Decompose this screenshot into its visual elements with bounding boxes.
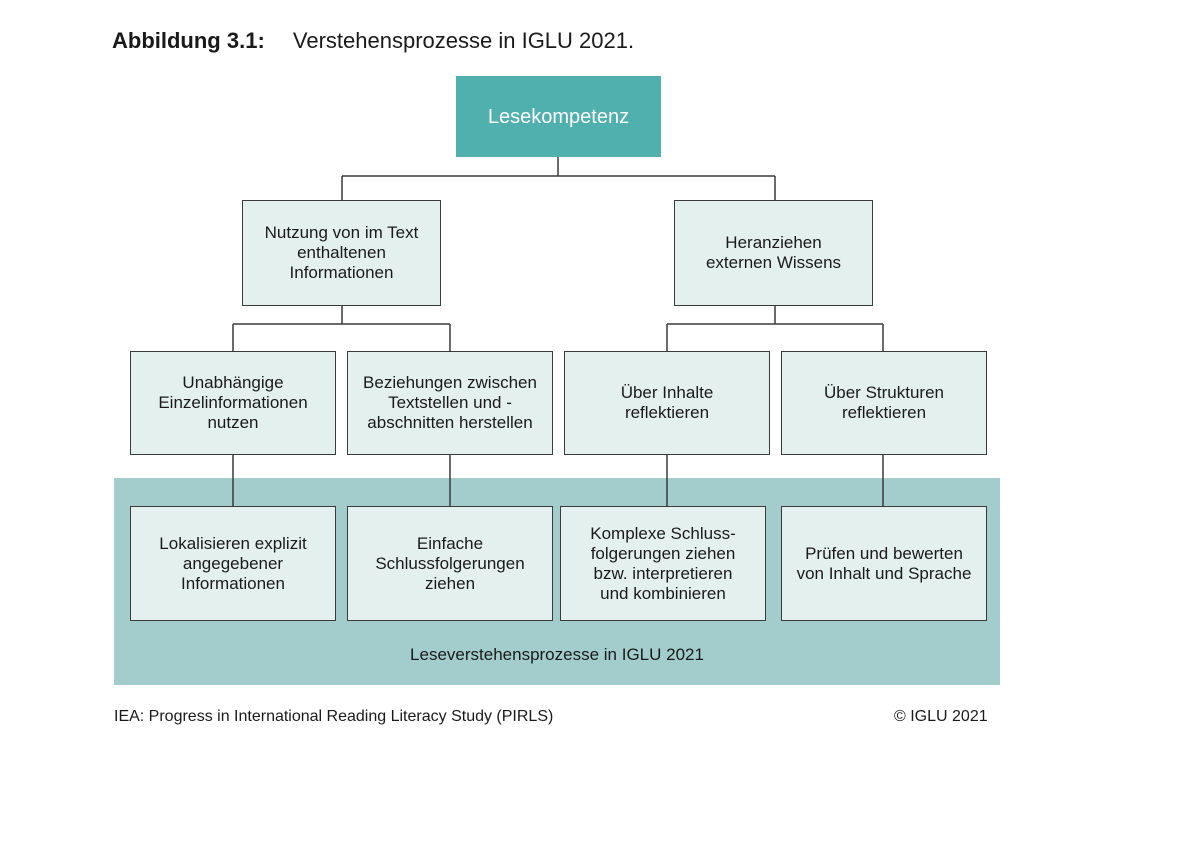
node-label: Beziehungen zwischen Textstellen und -ab… [363, 373, 537, 432]
figure-caption: Verstehensprozesse in IGLU 2021. [292, 28, 635, 53]
connector-right [666, 306, 884, 351]
figure-label: Abbildung 3.1: [112, 28, 265, 53]
level2-node-structure-reflect: Über Strukturen reflektieren [781, 351, 987, 455]
footer-source: IEA: Progress in International Reading L… [114, 708, 554, 725]
level2-node-relations: Beziehungen zwischen Textstellen und -ab… [347, 351, 553, 455]
band-label: Leseverstehensprozesse in IGLU 2021 [410, 645, 704, 664]
connector-root [341, 157, 776, 200]
level2-node-content-reflect: Über Inhalte reflektieren [564, 351, 770, 455]
node-label: Über Strukturen reflektieren [824, 383, 944, 422]
connector-l2-l3 [232, 455, 884, 506]
level3-node-complex-inference: Komplexe Schluss-folgerungen ziehen bzw.… [560, 506, 766, 621]
footer-copyright: © IGLU 2021 [894, 708, 988, 725]
level3-node-localize: Lokalisieren explizit angegebener Inform… [130, 506, 336, 621]
level2-node-single-info: Unabhängige Einzelinformationen nutzen [130, 351, 336, 455]
root-node: Lesekompetenz [456, 76, 661, 157]
node-label: Unabhängige Einzelinformationen nutzen [158, 373, 308, 432]
node-label: Über Inhalte reflektieren [620, 383, 714, 422]
level1-node-text-info: Nutzung von im Text enthaltenen Informat… [242, 200, 441, 306]
node-label: Komplexe Schluss-folgerungen ziehen bzw.… [590, 523, 736, 603]
level3-node-evaluate: Prüfen und bewerten von Inhalt und Sprac… [781, 506, 987, 621]
level1-node-external-knowledge: Heranziehen externen Wissens [674, 200, 873, 306]
level3-node-simple-inference: Einfache Schlussfolgerungen ziehen [347, 506, 553, 621]
figure-title: Abbildung 3.1: Verstehensprozesse in IGL… [112, 28, 634, 54]
node-label: Prüfen und bewerten von Inhalt und Sprac… [796, 543, 972, 583]
connector-left [232, 306, 451, 351]
node-label: Nutzung von im Text enthaltenen Informat… [264, 223, 419, 282]
node-label: Lokalisieren explizit angegebener Inform… [159, 533, 307, 593]
node-label: Heranziehen externen Wissens [705, 233, 842, 272]
root-label: Lesekompetenz [487, 105, 630, 128]
node-label: Einfache Schlussfolgerungen ziehen [375, 533, 525, 593]
